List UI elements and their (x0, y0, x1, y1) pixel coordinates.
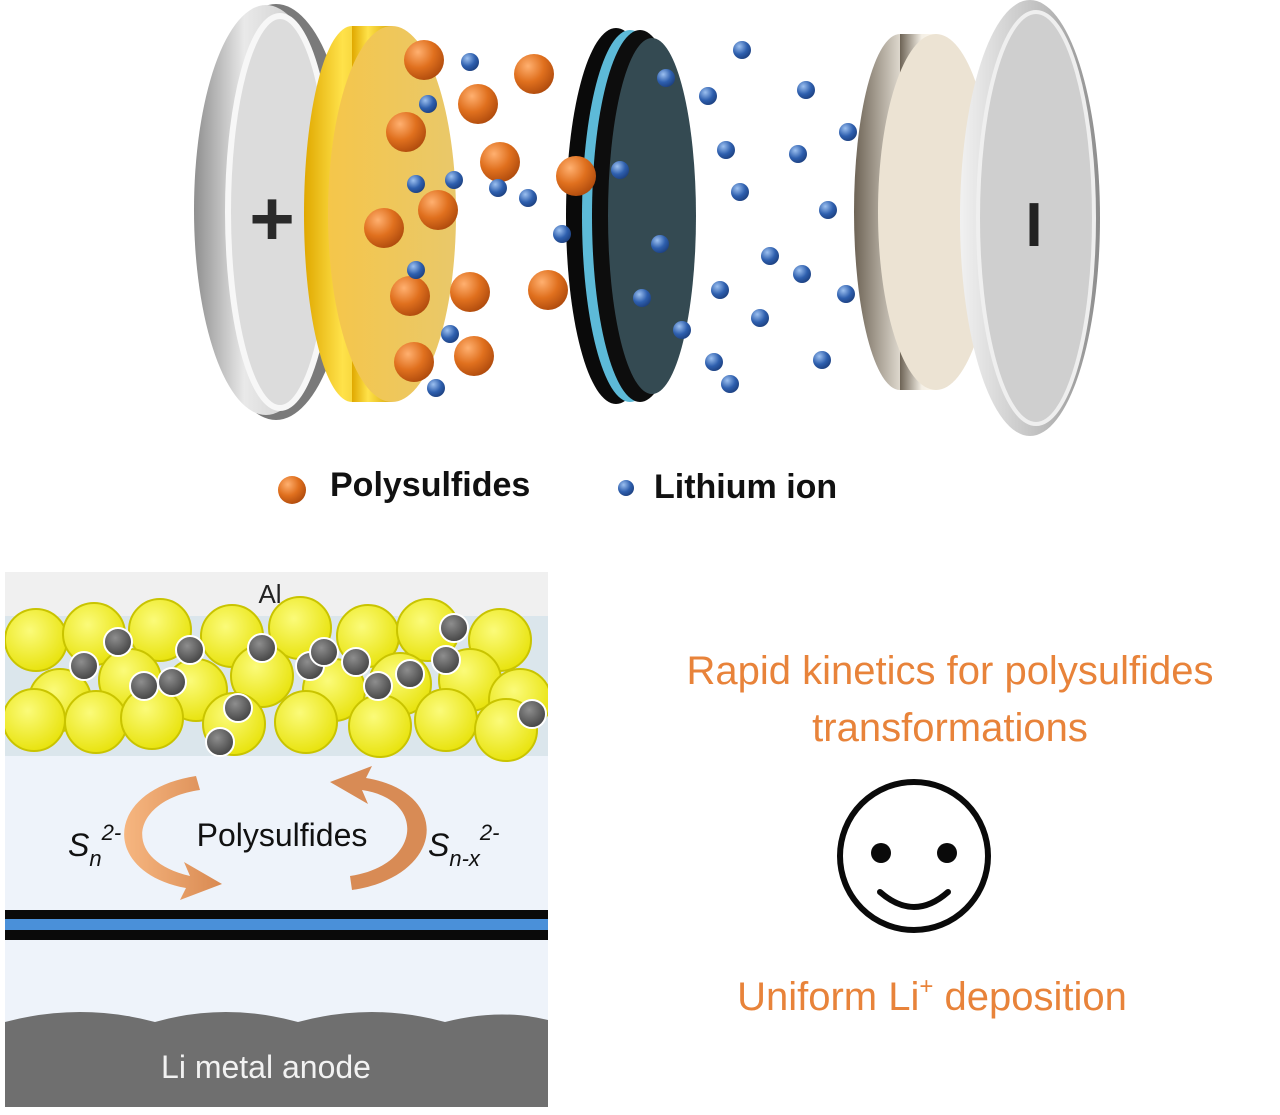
lithium-ion (553, 225, 571, 243)
carbon-particle (175, 635, 205, 665)
legend-lithium-label: Lithium ion (654, 468, 837, 506)
separator-blue-stripe (5, 919, 548, 930)
li-metal-anode (5, 1012, 548, 1107)
lithium-ion (699, 87, 717, 105)
lithium-ion (819, 201, 837, 219)
sulfur-particle (348, 694, 412, 758)
lithium-anode-disc (854, 34, 994, 390)
legend: Polysulfides Lithium ion (278, 466, 837, 506)
left-cycle-arrow (124, 776, 222, 900)
polysulfide-particle (386, 112, 426, 152)
lithium-ion (461, 53, 479, 71)
polysulfide-particle (454, 336, 494, 376)
sulfur-particle (5, 608, 68, 672)
lithium-ion-particles (407, 41, 857, 397)
benefit-kinetics-line2: transformations (812, 706, 1088, 750)
lithium-ion (837, 285, 855, 303)
lithium-ion (721, 375, 739, 393)
benefit-deposition: Uniform Li+ deposition (737, 973, 1127, 1019)
smiley-face-icon (837, 779, 991, 933)
separator-disc (566, 28, 696, 404)
positive-terminal-symbol: + (249, 174, 295, 262)
lithium-ion (519, 189, 537, 207)
carbon-particle (157, 667, 187, 697)
polysulfide-particle (480, 142, 520, 182)
separator-black-bottom (5, 930, 548, 940)
lithium-ion (657, 69, 675, 87)
carbon-particle (129, 671, 159, 701)
benefit-kinetics-line1: Rapid kinetics for polysulfides (687, 649, 1214, 693)
polysulfide-particle (556, 156, 596, 196)
polysulfide-particle (364, 208, 404, 248)
lithium-ion (733, 41, 751, 59)
negative-casing (960, 0, 1100, 436)
lithium-ion (407, 175, 425, 193)
polysulfide-particle (528, 270, 568, 310)
carbon-particle (517, 699, 547, 729)
lithium-ion (651, 235, 669, 253)
polysulfide-particle (458, 84, 498, 124)
carbon-particle (309, 637, 339, 667)
carbon-particle (69, 651, 99, 681)
sulfur-particle (128, 598, 192, 662)
lithium-ion (717, 141, 735, 159)
lithium-ion (445, 171, 463, 189)
sulfur-particle (414, 688, 478, 752)
carbon-particle (439, 613, 469, 643)
polysulfide-particle (450, 272, 490, 312)
legend-lithium-marker (618, 480, 634, 496)
carbon-particle (431, 645, 461, 675)
sulfur-particle (64, 690, 128, 754)
polysulfide-particle (404, 40, 444, 80)
lithium-ion (751, 309, 769, 327)
carbon-particle (103, 627, 133, 657)
carbon-particle (247, 633, 277, 663)
lithium-ion (489, 179, 507, 197)
lithium-ion (793, 265, 811, 283)
polysulfide-particle (418, 190, 458, 230)
right-cycle-arrow (330, 766, 427, 890)
legend-polysulfide-marker (278, 476, 306, 504)
polysulfide-particle (514, 54, 554, 94)
left-polysulfide-species: Sn2- (68, 820, 121, 871)
polysulfide-cycle-arrows (124, 766, 427, 900)
lithium-ion (441, 325, 459, 343)
right-polysulfide-species: Sn-x2- (428, 820, 499, 871)
lithium-ion (705, 353, 723, 371)
carbon-particle (205, 727, 235, 757)
lithium-ion (813, 351, 831, 369)
lithium-ion (673, 321, 691, 339)
carbon-particle (341, 647, 371, 677)
anode-label: Li metal anode (161, 1049, 371, 1085)
carbon-particle (223, 693, 253, 723)
carbon-particle (395, 659, 425, 689)
lithium-ion (419, 95, 437, 113)
polysulfide-particles (364, 40, 596, 382)
lithium-ion (789, 145, 807, 163)
lithium-ion (611, 161, 629, 179)
polysulfide-particle (394, 342, 434, 382)
lithium-ion (761, 247, 779, 265)
aluminum-label: Al (258, 579, 281, 609)
negative-terminal-symbol: I (1025, 191, 1042, 260)
lithium-ion (633, 289, 651, 307)
lithium-ion (797, 81, 815, 99)
lithium-ion (711, 281, 729, 299)
carbon-particle (363, 671, 393, 701)
separator-black-top (5, 910, 548, 919)
polysulfide-particle (390, 276, 430, 316)
lithium-ion (427, 379, 445, 397)
lithium-ion (407, 261, 425, 279)
sulfur-particle (274, 690, 338, 754)
lithium-ion (731, 183, 749, 201)
legend-polysulfides-label: Polysulfides (330, 466, 530, 504)
lithium-ion (839, 123, 857, 141)
sulfur-particle (5, 688, 66, 752)
cathode-particles (5, 596, 548, 762)
polysulfides-cycle-label: Polysulfides (197, 817, 368, 853)
cell-cross-section (5, 572, 548, 1107)
